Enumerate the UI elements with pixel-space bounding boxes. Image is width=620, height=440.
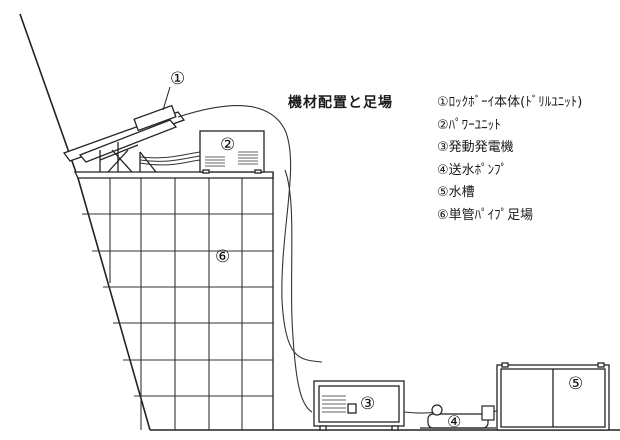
generator (313, 380, 405, 431)
callout-power-unit-label: ② (220, 135, 235, 155)
callout-drill-label: ① (170, 69, 185, 89)
legend-item-water-tank: ⑤水槽 (437, 185, 475, 200)
legend-item-drill-unit: ①ﾛｯｸﾎﾞｰｲ本体(ﾄﾞﾘﾙﾕﾆｯﾄ) (437, 95, 583, 110)
water-tank (496, 362, 610, 431)
water-pump (420, 404, 496, 429)
legend: ①ﾛｯｸﾎﾞｰｲ本体(ﾄﾞﾘﾙﾕﾆｯﾄ) ②ﾊﾟﾜｰﾕﾆｯﾄ ③発動発電機 ④送… (437, 92, 582, 227)
drill-unit (62, 104, 186, 173)
power-unit (199, 130, 265, 174)
callout-drill: ① (162, 69, 185, 111)
legend-item-power-unit: ②ﾊﾟﾜｰﾕﾆｯﾄ (437, 117, 501, 133)
callout-generator-label: ③ (360, 394, 375, 414)
scaffold-platform (73, 171, 274, 179)
hydraulic-hoses (139, 151, 201, 166)
callout-scaffold-label: ⑥ (215, 247, 230, 267)
legend-item-water-pump: ④送水ﾎﾟﾝﾌﾟ (437, 162, 508, 178)
callout-pump-label: ④ (447, 412, 461, 431)
legend-item-generator: ③発動発電機 (437, 140, 514, 155)
legend-item-scaffold: ⑥単管ﾊﾟｲﾌﾟ足場 (437, 207, 534, 223)
scaffold-grid (80, 172, 274, 430)
callout-tank-label: ⑤ (568, 374, 583, 394)
diagram-title: 機材配置と足場 (288, 95, 393, 111)
